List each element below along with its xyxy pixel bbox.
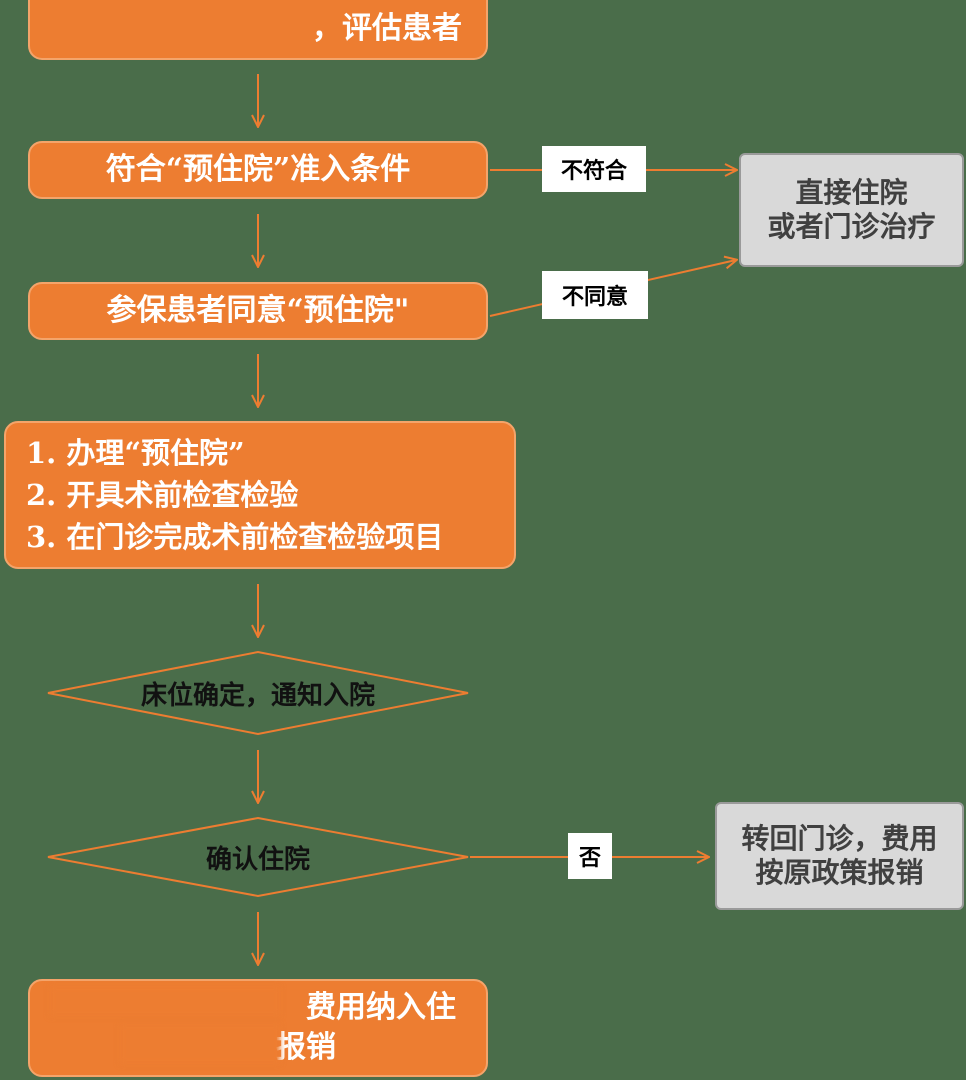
decision-bed-label: 床位确定，通知入院 bbox=[140, 680, 375, 711]
step-preadmission-item-1: 1. 办理“预住院” bbox=[26, 435, 245, 470]
outcome-return-line-1: 转回门诊，费用 bbox=[741, 822, 938, 856]
branch-not-agree-tag: 不同意 bbox=[542, 271, 648, 319]
step-formal-admission-line-1: 费用纳入住 bbox=[306, 989, 456, 1025]
step-consent-box: 参保患者同意“预住院" bbox=[28, 282, 488, 340]
branch-no-tag: 否 bbox=[568, 833, 612, 879]
step-preadmission-item-3: 3. 在门诊完成术前检查检验项目 bbox=[26, 520, 444, 555]
outcome-direct-line-1: 直接住院 bbox=[795, 176, 908, 210]
step-consent-label: 参保患者同意“预住院" bbox=[106, 293, 410, 329]
outcome-return-box: 转回门诊，费用 按原政策报销 bbox=[715, 802, 964, 910]
step-preadmission-item-2: 2. 开具术前检查检验 bbox=[26, 477, 299, 512]
step-evaluate-box: ，评估患者 bbox=[28, 0, 488, 60]
obscured-text-patch bbox=[50, 986, 280, 1016]
obscured-text-patch-2 bbox=[120, 1024, 280, 1064]
decision-confirm-label: 确认住院 bbox=[205, 844, 310, 875]
step-preadmission-box: 1. 办理“预住院” 2. 开具术前检查检验 3. 在门诊完成术前检查检验项目 bbox=[4, 421, 516, 569]
outcome-return-line-2: 按原政策报销 bbox=[755, 856, 924, 889]
step-criteria-label: 符合“预住院”准入条件 bbox=[105, 152, 411, 188]
outcome-direct-line-2: 或者门诊治疗 bbox=[767, 210, 936, 243]
step-criteria-box: 符合“预住院”准入条件 bbox=[28, 141, 488, 199]
outcome-direct-box: 直接住院 或者门诊治疗 bbox=[739, 153, 964, 267]
branch-not-meet-tag: 不符合 bbox=[542, 146, 646, 192]
step-evaluate-label: ，评估患者 bbox=[312, 11, 462, 47]
decision-confirm-shape bbox=[47, 816, 469, 898]
step-formal-admission-line-2: 报销 bbox=[276, 1030, 336, 1065]
decision-bed-shape bbox=[47, 650, 469, 736]
